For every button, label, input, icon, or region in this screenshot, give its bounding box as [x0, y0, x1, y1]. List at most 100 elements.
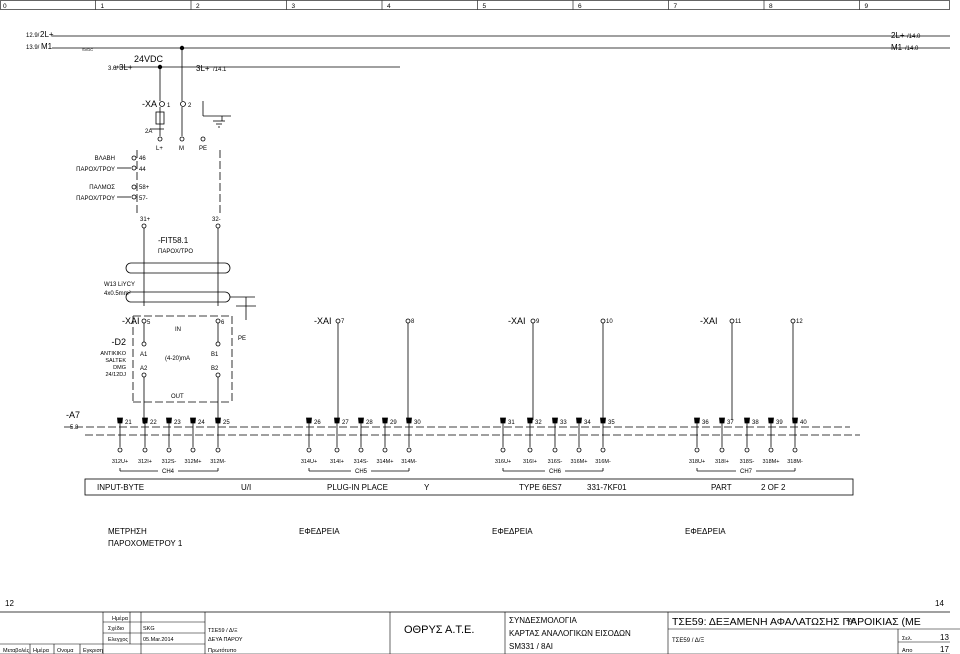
info-type: TYPE 6ES7 — [519, 483, 562, 492]
xa-terminal-1 — [159, 101, 165, 107]
signal-318S-: 318S- — [740, 459, 755, 465]
signal-314U+: 314U+ — [301, 459, 317, 465]
label-2l-right: 2L+ — [891, 31, 905, 40]
wiring — [0, 35, 950, 613]
title-company: ΟΘΡΥΣ Α.Τ.Ε. — [404, 624, 474, 636]
d2-a1-label: A1 — [140, 352, 148, 358]
label-3l-left: 3L+ — [119, 63, 133, 72]
module-pin-34 — [576, 417, 582, 424]
ref-3l-right: /14.1 — [213, 67, 227, 73]
d2-b1-label: B1 — [211, 352, 219, 358]
xa-t1: 1 — [167, 103, 171, 109]
fault-t1: 46 — [139, 156, 146, 162]
info-code: 331-7KF01 — [587, 483, 627, 492]
signal-314I+: 314I+ — [330, 459, 344, 465]
signal-312M+: 312M+ — [185, 459, 202, 465]
label-m1-left: M1 — [41, 42, 53, 51]
module-pin-26 — [306, 417, 312, 424]
m-label: M — [179, 146, 184, 152]
pin-label-24: 24 — [198, 420, 205, 426]
pin-label-36: 36 — [702, 420, 709, 426]
description-1-line1: ΜΕΤΡΗΣΗ — [108, 527, 147, 536]
ref-2l-left: 12.9/ — [26, 33, 40, 39]
pin-label-26: 26 — [314, 420, 321, 426]
pulse-label-1: ΠΑΛΜΟΣ — [89, 185, 115, 191]
pin-label-28: 28 — [366, 420, 373, 426]
label-2l-left: 2L+ — [40, 30, 54, 39]
ref-m1-right: /14.0 — [905, 46, 919, 52]
fit-minus: 32- — [212, 217, 221, 223]
ruler-col-3: 3 — [292, 3, 296, 10]
title-mark: +ΔΡ — [846, 618, 856, 624]
xai-group-2-t-b — [600, 318, 606, 324]
description-1-line2: ΠΑΡΟΧΟΜΕΤΡΟΥ 1 — [108, 539, 183, 548]
ref-3l-left: 3.6/ — [108, 66, 118, 72]
d2-t5: 5 — [147, 320, 151, 326]
title-sub: ΤΣΕ59 / Δ/Ξ — [672, 638, 704, 644]
pulse-t2: 57- — [139, 196, 148, 202]
pin-label-30: 30 — [414, 420, 421, 426]
cable-shield-2 — [125, 291, 231, 303]
signal-terminal — [552, 447, 558, 453]
title-check-date: 05.Mar.2014 — [143, 637, 174, 643]
pin-label-39: 39 — [776, 420, 783, 426]
d2-b1 — [215, 341, 221, 347]
signal-316M-: 316M- — [595, 459, 611, 465]
module-pin-27 — [334, 417, 340, 424]
title-ref2: ΔΕΥΑ ΠΑΡΟΥ — [208, 637, 243, 643]
ruler-col-7: 7 — [674, 3, 678, 10]
d2-line3: DMG — [113, 365, 126, 371]
xai-group-3-t-a — [729, 318, 735, 324]
lplus-terminal — [157, 136, 163, 142]
module-pin-33 — [552, 417, 558, 424]
signal-312I+: 312I+ — [138, 459, 152, 465]
title-name-label: Ονομα — [57, 648, 74, 654]
d2-terminal-6 — [215, 318, 221, 324]
module-pin-23 — [166, 417, 172, 424]
info-bar-frame — [84, 478, 854, 496]
title-date-label: Ημέρα — [112, 615, 129, 622]
signal-terminal — [768, 447, 774, 453]
module-pin-22 — [142, 417, 148, 424]
pin-label-23: 23 — [174, 420, 181, 426]
title-day-label: Ημέρα — [33, 647, 50, 654]
fault-t2: 44 — [139, 167, 146, 173]
ref-2l-right: /14.0 — [907, 34, 921, 40]
label-24vdc: 24VDC — [134, 54, 164, 64]
module-pin-21 — [117, 417, 123, 424]
d2-a1 — [141, 341, 147, 347]
ruler-col-4: 4 — [387, 3, 391, 10]
xa-top-name: -XA — [142, 99, 157, 109]
info-ui: U/I — [241, 483, 251, 492]
signal-terminal — [166, 447, 172, 453]
pin-label-35: 35 — [608, 420, 615, 426]
title-original-label: Πρωτότυπο — [208, 647, 236, 654]
signal-terminal — [358, 447, 364, 453]
pin-label-22: 22 — [150, 420, 157, 426]
pin-label-25: 25 — [223, 420, 230, 426]
fuse-rating: 2A — [145, 129, 152, 135]
description-2-line1: ΕΦΕΔΡΕΙΑ — [299, 527, 340, 536]
pin-label-37: 37 — [727, 420, 734, 426]
signal-terminal — [792, 447, 798, 453]
ruler-frame — [0, 0, 950, 10]
channel-CH7: CH7 — [740, 469, 753, 475]
title-total-label: Απο — [902, 648, 912, 654]
module-pin-35 — [600, 417, 606, 424]
info-y: Y — [424, 483, 430, 492]
signal-terminal — [500, 447, 506, 453]
label-m1-right: M1 — [891, 43, 903, 52]
d2-out: OUT — [171, 394, 184, 400]
channel-CH5: CH5 — [355, 469, 368, 475]
title-drawn-label: Σχέδιο — [108, 625, 124, 632]
xai-group-2-a: 9 — [536, 319, 540, 325]
title-drawn: SKG — [143, 626, 155, 632]
title-total: 17 — [940, 645, 949, 654]
title-sheet: 13 — [940, 633, 949, 642]
info-plugin-place: PLUG-IN PLACE — [327, 483, 388, 492]
module-pin-28 — [358, 417, 364, 424]
page-prev: 12 — [5, 599, 14, 608]
pin-label-33: 33 — [560, 420, 567, 426]
